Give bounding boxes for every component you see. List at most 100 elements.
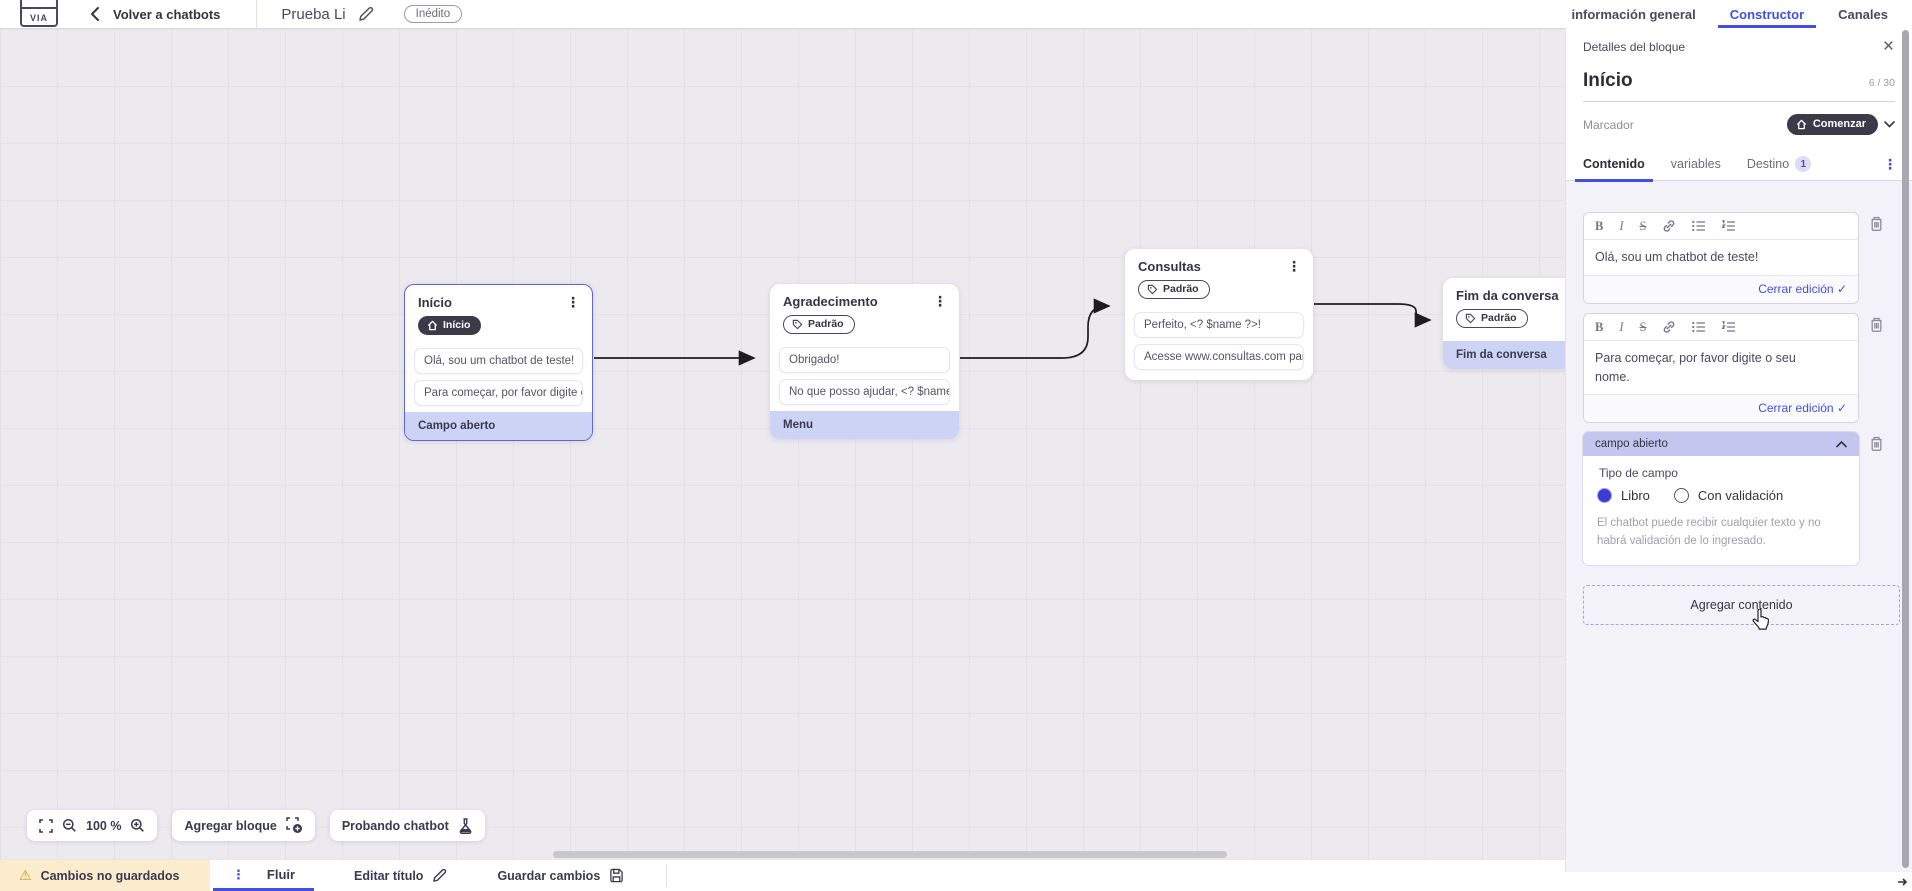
bold-icon[interactable]: B xyxy=(1595,319,1604,334)
tab-variables[interactable]: variables xyxy=(1671,148,1721,181)
flow-tab-fluir[interactable]: ⋮ Fluir xyxy=(213,860,314,891)
radio-option-libre[interactable]: Libro xyxy=(1597,488,1650,504)
warning-icon: ⚠ xyxy=(19,867,32,883)
node-inicio-menu-icon[interactable]: ⋮ xyxy=(566,294,580,310)
unsaved-changes-warning: ⚠ Cambios no guardados xyxy=(0,860,210,891)
pencil-icon xyxy=(433,868,447,882)
marker-pill-label: Comenzar xyxy=(1812,118,1866,130)
italic-icon[interactable]: I xyxy=(1619,218,1624,233)
wire-consultas-fim xyxy=(1314,303,1432,328)
edit-title-button[interactable]: Editar título xyxy=(354,860,447,891)
node-consultas[interactable]: Consultas ⋮ Padrão Perfeito, <? $name ?>… xyxy=(1125,249,1313,380)
marker-row: Marcador Comenzar xyxy=(1583,114,1895,135)
tab-informacion-general[interactable]: información general xyxy=(1571,6,1696,22)
node-row-menu[interactable]: Menu xyxy=(770,411,959,439)
close-edit-button[interactable]: Cerrar edición ✓ xyxy=(1584,274,1858,303)
zoom-in-icon[interactable] xyxy=(130,818,145,833)
close-edit-label: Cerrar edición xyxy=(1758,281,1834,296)
app-logo[interactable]: VIA xyxy=(20,0,58,27)
strikethrough-icon[interactable]: S xyxy=(1639,319,1647,334)
node-inicio-header: Início ⋮ xyxy=(405,285,592,314)
bullet-list-icon[interactable] xyxy=(1692,220,1706,232)
badge-label: Padrão xyxy=(1163,283,1199,295)
add-block-button[interactable]: Agregar bloque xyxy=(172,810,315,841)
tab-label: Destino xyxy=(1746,157,1790,171)
fit-view-icon[interactable] xyxy=(39,818,53,833)
node-row-fim[interactable]: Fim da conversa xyxy=(1443,341,1565,369)
close-icon[interactable]: × xyxy=(1882,36,1894,57)
panel-menu-icon[interactable]: ⋮ xyxy=(1883,156,1897,172)
node-consultas-menu-icon[interactable]: ⋮ xyxy=(1287,258,1301,274)
logo-text: VIA xyxy=(29,13,48,23)
back-chevron-icon[interactable] xyxy=(90,7,99,21)
bullet-list-icon[interactable] xyxy=(1692,321,1706,333)
text-editor-2[interactable]: B I S Para começar, por favor digite o s… xyxy=(1583,312,1859,424)
editor-text-input[interactable]: Para começar, por favor digite o seu nom… xyxy=(1595,350,1796,384)
link-icon[interactable] xyxy=(1662,219,1676,233)
node-row[interactable]: Obrigado! xyxy=(779,347,950,373)
open-field-header[interactable]: campo abierto xyxy=(1583,432,1859,457)
node-row-campo-aberto[interactable]: Campo aberto xyxy=(405,412,592,440)
radio-label: Con validación xyxy=(1697,488,1784,504)
editor-text-input[interactable]: Olá, sou um chatbot de teste! xyxy=(1595,250,1759,264)
node-row[interactable]: Olá, sou um chatbot de teste! xyxy=(414,348,583,374)
node-consultas-title: Consultas xyxy=(1138,259,1201,274)
flask-icon xyxy=(458,817,473,834)
node-fim-da-conversa[interactable]: Fim da conversa Padrão Fim da conversa xyxy=(1443,278,1565,369)
numbered-list-icon[interactable] xyxy=(1722,220,1736,232)
canvas-horizontal-scrollbar[interactable] xyxy=(553,851,1227,858)
chevron-up-icon xyxy=(1836,440,1847,448)
marker-select[interactable]: Comenzar xyxy=(1786,114,1895,135)
node-row[interactable]: Para começar, por favor digite o ... xyxy=(414,380,583,406)
italic-icon[interactable]: I xyxy=(1619,319,1624,334)
save-changes-button[interactable]: Guardar cambios xyxy=(497,860,624,891)
node-inicio-start-badge: Início xyxy=(418,316,482,335)
panel-scrollbar[interactable] xyxy=(1902,30,1909,868)
check-icon: ✓ xyxy=(1836,401,1847,416)
marker-label: Marcador xyxy=(1583,117,1634,132)
radio-unchecked-icon xyxy=(1673,488,1689,504)
flow-tab-menu-icon[interactable]: ⋮ xyxy=(231,866,245,882)
check-icon: ✓ xyxy=(1836,281,1847,296)
link-icon[interactable] xyxy=(1662,320,1676,334)
flow-canvas[interactable]: Início ⋮ Início Olá, sou um chatbot de t… xyxy=(0,28,1565,859)
open-field-body: Tipo de campo Libro Con validación E xyxy=(1583,456,1859,565)
block-details-panel: Detalles del bloque × Início 6 / 30 Marc… xyxy=(1565,28,1912,872)
node-agradecimento-header: Agradecimento ⋮ xyxy=(770,284,959,313)
node-agradecimento[interactable]: Agradecimento ⋮ Padrão Obrigado! No que … xyxy=(770,284,959,439)
trash-icon[interactable] xyxy=(1869,435,1884,452)
tab-destino[interactable]: Destino 1 xyxy=(1746,148,1812,181)
node-inicio-title: Início xyxy=(418,295,452,310)
warning-label: Cambios no guardados xyxy=(40,868,180,883)
bold-icon[interactable]: B xyxy=(1595,218,1604,233)
node-agradecimento-menu-icon[interactable]: ⋮ xyxy=(933,293,947,309)
tab-contenido[interactable]: Contenido xyxy=(1575,148,1653,182)
node-row[interactable]: No que posso ajudar, <? $name ... xyxy=(779,379,950,405)
test-chatbot-button[interactable]: Probando chatbot xyxy=(329,810,485,841)
block-name-input[interactable]: Início 6 / 30 xyxy=(1583,70,1895,102)
trash-icon[interactable] xyxy=(1869,215,1884,232)
close-edit-button[interactable]: Cerrar edición ✓ xyxy=(1584,394,1858,423)
tab-constructor[interactable]: Constructor xyxy=(1717,0,1817,28)
node-row[interactable]: Acesse www.consultas.com par... xyxy=(1134,344,1304,370)
radio-checked-icon xyxy=(1597,488,1612,504)
strikethrough-icon[interactable]: S xyxy=(1639,218,1647,233)
badge-label: Início xyxy=(443,319,471,331)
main-tabs: información general Constructor Canales xyxy=(1571,0,1888,28)
numbered-list-icon[interactable] xyxy=(1722,320,1736,333)
text-editor-1[interactable]: B I S Olá, sou um chatbot de teste! Cerr… xyxy=(1583,212,1859,304)
zoom-out-icon[interactable] xyxy=(62,818,77,833)
node-row[interactable]: Perfeito, <? $name ?>! xyxy=(1134,312,1304,338)
trash-icon[interactable] xyxy=(1869,316,1884,333)
edit-title-pencil-icon[interactable] xyxy=(358,6,374,22)
add-content-button[interactable]: Agregar contenido xyxy=(1583,584,1900,630)
tab-canales[interactable]: Canales xyxy=(1838,6,1888,22)
canvas-controls: 100 % Agregar bloque Probando chatbot xyxy=(27,810,485,841)
field-type-options: Libro Con validación xyxy=(1597,488,1845,504)
node-consultas-header: Consultas ⋮ xyxy=(1125,249,1313,278)
back-to-chatbots-link[interactable]: Volver a chatbots xyxy=(113,6,221,22)
panel-header: Detalles del bloque × xyxy=(1566,28,1912,62)
node-inicio[interactable]: Início ⋮ Início Olá, sou um chatbot de t… xyxy=(404,284,593,441)
field-description: El chatbot puede recibir cualquier texto… xyxy=(1597,517,1821,548)
radio-option-con-validacion[interactable]: Con validación xyxy=(1673,488,1784,504)
